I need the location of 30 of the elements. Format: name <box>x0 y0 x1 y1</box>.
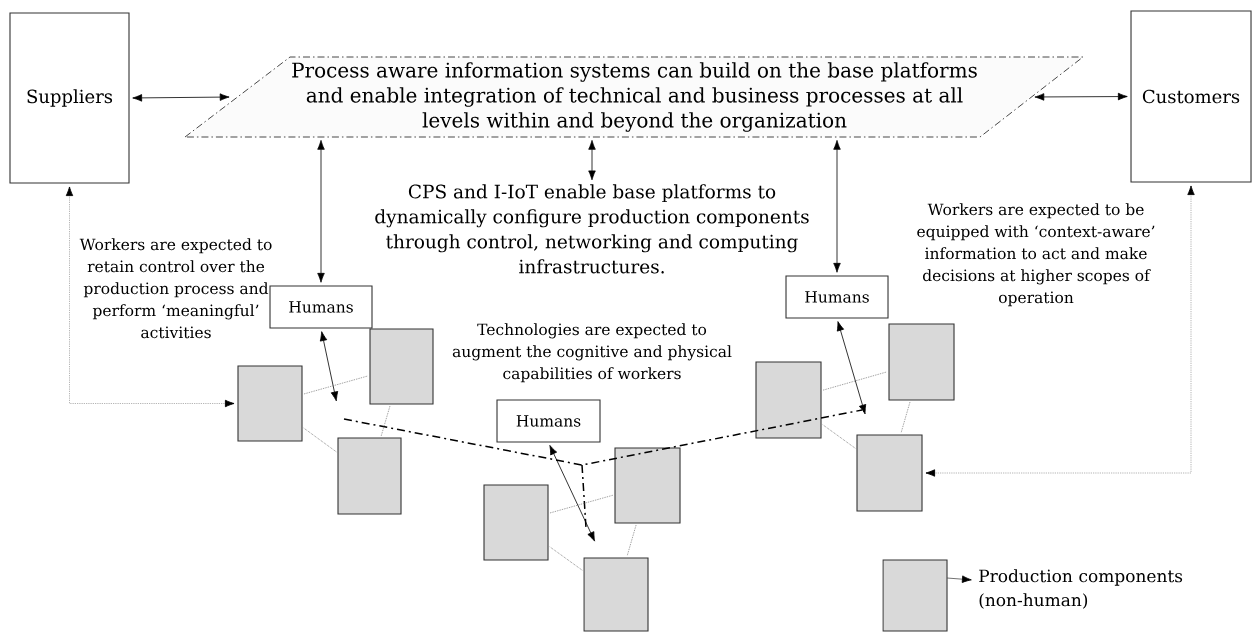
partner-box: Suppliers <box>9 12 130 184</box>
production-component-box <box>483 484 549 561</box>
production-component-box <box>755 361 822 439</box>
connector-arrow <box>317 140 325 283</box>
legend-text: Production components (non-human) <box>979 569 1183 609</box>
connector-arrow <box>588 140 596 181</box>
connector-arrow <box>549 445 596 542</box>
annotation-text: CPS and I-IoT enable base platforms to dynamically configure production components through control, networking and computing infrastructures. <box>375 184 809 274</box>
connector-arrow <box>925 185 1195 477</box>
connector-arrow <box>65 186 235 408</box>
humans-box: Humans <box>269 285 373 329</box>
connector-arrow <box>319 331 339 402</box>
connector-arrow <box>132 93 230 102</box>
production-component-box <box>583 557 649 632</box>
humans-box: Humans <box>785 275 889 319</box>
production-component-box <box>337 437 402 515</box>
annotation-text: Workers are expected to be equipped with ‘context-aware’ information to act and make decisions at higher scopes of operation <box>917 203 1155 307</box>
production-component-box <box>614 447 681 524</box>
connector-arrow <box>1034 92 1128 101</box>
connector-arrow <box>836 321 867 415</box>
production-component-box <box>856 434 923 512</box>
parallelogram-box: Process aware information systems can build on the base platforms and enable integration of technical and business processes at all levels within and beyond the organization <box>184 56 1084 138</box>
connector-arrow <box>833 140 841 273</box>
humans-box: Humans <box>496 399 601 443</box>
annotation-text: Workers are expected to retain control over the production process and perform ‘meaningful’ activities <box>79 238 272 339</box>
production-component-box <box>369 328 434 405</box>
production-component-box <box>888 323 955 401</box>
annotation-text: Technologies are expected to augment the cognitive and physical capabilities of workers <box>452 323 732 383</box>
production-component-box <box>237 365 303 442</box>
partner-box: Customers <box>1130 10 1252 183</box>
